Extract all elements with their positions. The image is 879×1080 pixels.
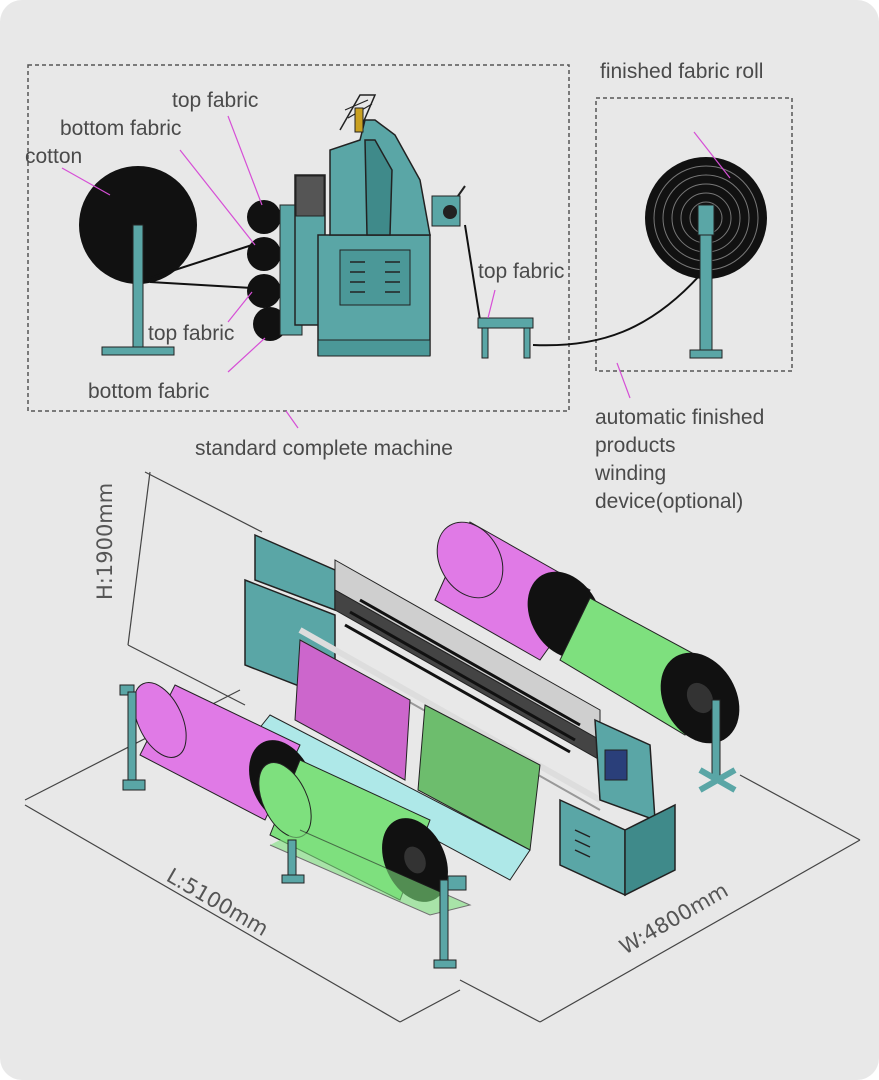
- label-standard-machine: standard complete machine: [195, 437, 453, 460]
- label-top-fabric-3: top fabric: [478, 260, 564, 283]
- front-green-roll: [258, 759, 472, 916]
- main-machine: [294, 94, 466, 357]
- label-winding-line-3: winding: [594, 462, 666, 485]
- height-dimension: H:1900mm: [93, 483, 117, 600]
- leader-lines: [61, 115, 731, 429]
- small-fabric-rolls: [247, 200, 303, 341]
- label-bottom-fabric-1: bottom fabric: [60, 117, 181, 140]
- label-top-fabric-1: top fabric: [172, 89, 258, 112]
- label-cotton: cotton: [25, 145, 82, 168]
- cotton-roll: [79, 166, 197, 356]
- label-winding-line-1: automatic finished: [595, 406, 764, 429]
- standard-machine-box: [27, 64, 570, 412]
- finished-fabric-roll: [645, 157, 767, 359]
- label-top-fabric-2: top fabric: [148, 322, 234, 345]
- label-bottom-fabric-2: bottom fabric: [88, 380, 209, 403]
- label-finished-roll: finished fabric roll: [600, 60, 763, 83]
- fabric-sheets: [249, 639, 541, 881]
- winding-device-box: [595, 97, 793, 372]
- back-stand: [698, 699, 737, 793]
- label-winding-line-4: device(optional): [595, 490, 743, 513]
- front-stands: [119, 684, 467, 969]
- length-dimension: L:5100mm: [163, 864, 273, 941]
- output-table: [464, 224, 701, 359]
- label-winding-line-2: products: [595, 434, 676, 457]
